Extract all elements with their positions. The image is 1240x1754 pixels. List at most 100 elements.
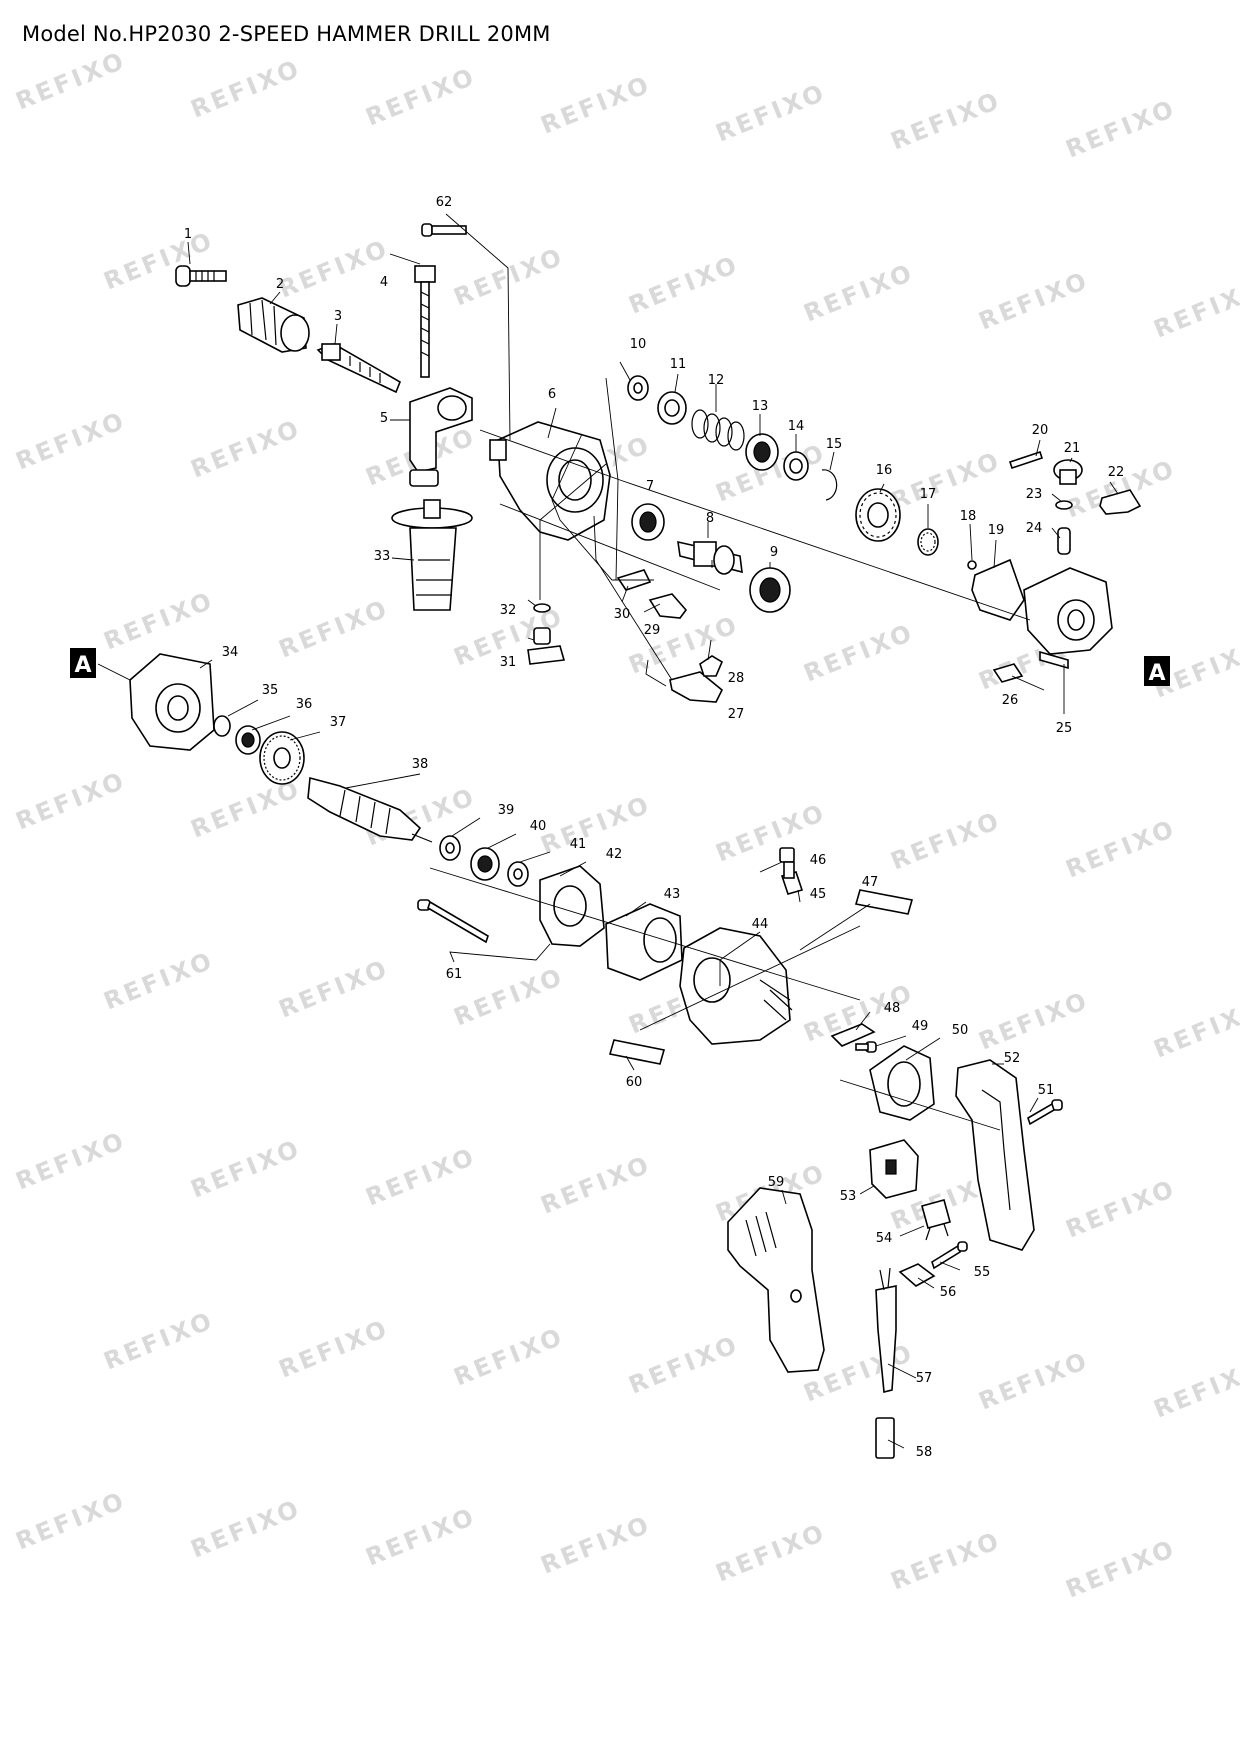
watermark-text: REFIXO	[712, 1518, 830, 1588]
part-55-screw	[931, 1241, 968, 1270]
part-34-inner-housing	[129, 653, 215, 751]
part-2-drill-chuck	[237, 297, 310, 353]
part-label-40: 40	[530, 819, 547, 834]
watermark-text: REFIXO	[12, 46, 130, 116]
watermark-text: REFIXO	[12, 1486, 130, 1556]
part-label-31: 31	[500, 655, 517, 670]
part-label-14: 14	[788, 419, 805, 434]
part-4-depth-gauge-bolt	[414, 265, 436, 378]
part-label-21: 21	[1064, 441, 1081, 456]
part-label-53: 53	[840, 1189, 857, 1204]
watermark-text: REFIXO	[187, 414, 305, 484]
part-label-27: 27	[728, 707, 745, 722]
part-10-washer	[627, 375, 649, 401]
part-label-9: 9	[770, 545, 778, 560]
watermark-text: REFIXO	[975, 266, 1093, 336]
part-label-35: 35	[262, 683, 279, 698]
part-22-plate	[1099, 489, 1142, 515]
watermark-text: REFIXO	[362, 1502, 480, 1572]
part-label-18: 18	[960, 509, 977, 524]
part-label-20: 20	[1032, 423, 1049, 438]
part-47-label	[854, 889, 914, 915]
watermark-text: REFIXO	[1062, 94, 1180, 164]
part-label-28: 28	[728, 671, 745, 686]
part-31-knob	[527, 627, 566, 665]
part-label-55: 55	[974, 1265, 991, 1280]
watermark-text: REFIXO	[362, 62, 480, 132]
watermark-text: REFIXO	[1062, 1174, 1180, 1244]
part-50-ring	[869, 1045, 935, 1121]
part-19-gasket	[971, 558, 1025, 621]
part-labels: 1 2 3 4 5 6 7 8 9 10 11 12 13 14 15 16 1…	[184, 195, 1124, 1460]
part-15-retaining-ring	[821, 469, 838, 501]
svg-text:A: A	[74, 653, 91, 678]
part-label-3: 3	[334, 309, 342, 324]
part-label-19: 19	[988, 523, 1005, 538]
part-label-39: 39	[498, 803, 515, 818]
part-7-bearing	[631, 503, 665, 541]
watermark-text: REFIXO	[1062, 814, 1180, 884]
part-49-screw	[855, 1041, 877, 1053]
part-52-handle-cover	[955, 1059, 1035, 1251]
part-label-10: 10	[630, 337, 647, 352]
part-label-25: 25	[1056, 721, 1073, 736]
watermark-text: REFIXO	[187, 1134, 305, 1204]
part-24-pin	[1057, 527, 1071, 555]
part-label-61: 61	[446, 967, 463, 982]
watermark-text: REFIXO	[275, 234, 393, 304]
watermark-text: REFIXO	[450, 1322, 568, 1392]
part-label-17: 17	[920, 487, 937, 502]
watermark-text: REFIXO	[1150, 1354, 1240, 1424]
part-label-16: 16	[876, 463, 893, 478]
part-label-4: 4	[380, 275, 388, 290]
watermark-text: REFIXO	[450, 962, 568, 1032]
part-46-carbon-brush	[779, 847, 795, 879]
part-label-12: 12	[708, 373, 725, 388]
part-label-11: 11	[670, 357, 687, 372]
watermark-text: REFIXO	[975, 986, 1093, 1056]
part-54-capacitor	[921, 1199, 951, 1241]
part-label-42: 42	[606, 847, 623, 862]
part-16-gear	[855, 488, 901, 542]
part-56-cord-clamp	[898, 1263, 936, 1287]
watermark-text: REFIXO	[275, 1314, 393, 1384]
watermark-text: REFIXO	[12, 766, 130, 836]
part-27-bar	[669, 671, 724, 703]
watermark-text: REFIXO	[12, 1126, 130, 1196]
watermark-text: REFIXO	[625, 250, 743, 320]
part-label-57: 57	[916, 1371, 933, 1386]
watermark-text: REFIXO	[1150, 994, 1240, 1064]
part-label-58: 58	[916, 1445, 933, 1460]
watermark-text: REFIXO	[887, 446, 1005, 516]
part-label-37: 37	[330, 715, 347, 730]
part-drawings	[129, 223, 1142, 1459]
part-48-plate	[830, 1023, 876, 1047]
part-40-bearing	[470, 847, 500, 881]
part-62-screw	[421, 223, 467, 237]
watermark-text: REFIXO	[537, 70, 655, 140]
watermark-text: REFIXO	[975, 1346, 1093, 1416]
watermark-text: REFIXO	[1150, 274, 1240, 344]
part-13-bearing	[745, 433, 779, 471]
part-label-26: 26	[1002, 693, 1019, 708]
part-36-bearing	[235, 725, 261, 755]
part-label-45: 45	[810, 887, 827, 902]
svg-text:A: A	[1148, 661, 1165, 686]
part-59-handle	[727, 1187, 825, 1373]
part-label-1: 1	[184, 227, 192, 242]
watermark-text: REFIXO	[450, 242, 568, 312]
watermark-text: REFIXO	[187, 774, 305, 844]
part-28-block	[699, 655, 724, 677]
part-14-ring	[783, 451, 809, 481]
part-label-33: 33	[374, 549, 391, 564]
part-11-ring	[657, 391, 687, 425]
watermark-text: REFIXO	[537, 1150, 655, 1220]
watermark-text: REFIXO	[275, 954, 393, 1024]
part-42-baffle-plate	[539, 865, 605, 947]
part-39-washer	[439, 835, 461, 861]
part-label-48: 48	[884, 1001, 901, 1016]
part-12-spring	[691, 409, 745, 451]
watermark-text: REFIXO	[100, 586, 218, 656]
part-58-cord	[875, 1417, 895, 1459]
